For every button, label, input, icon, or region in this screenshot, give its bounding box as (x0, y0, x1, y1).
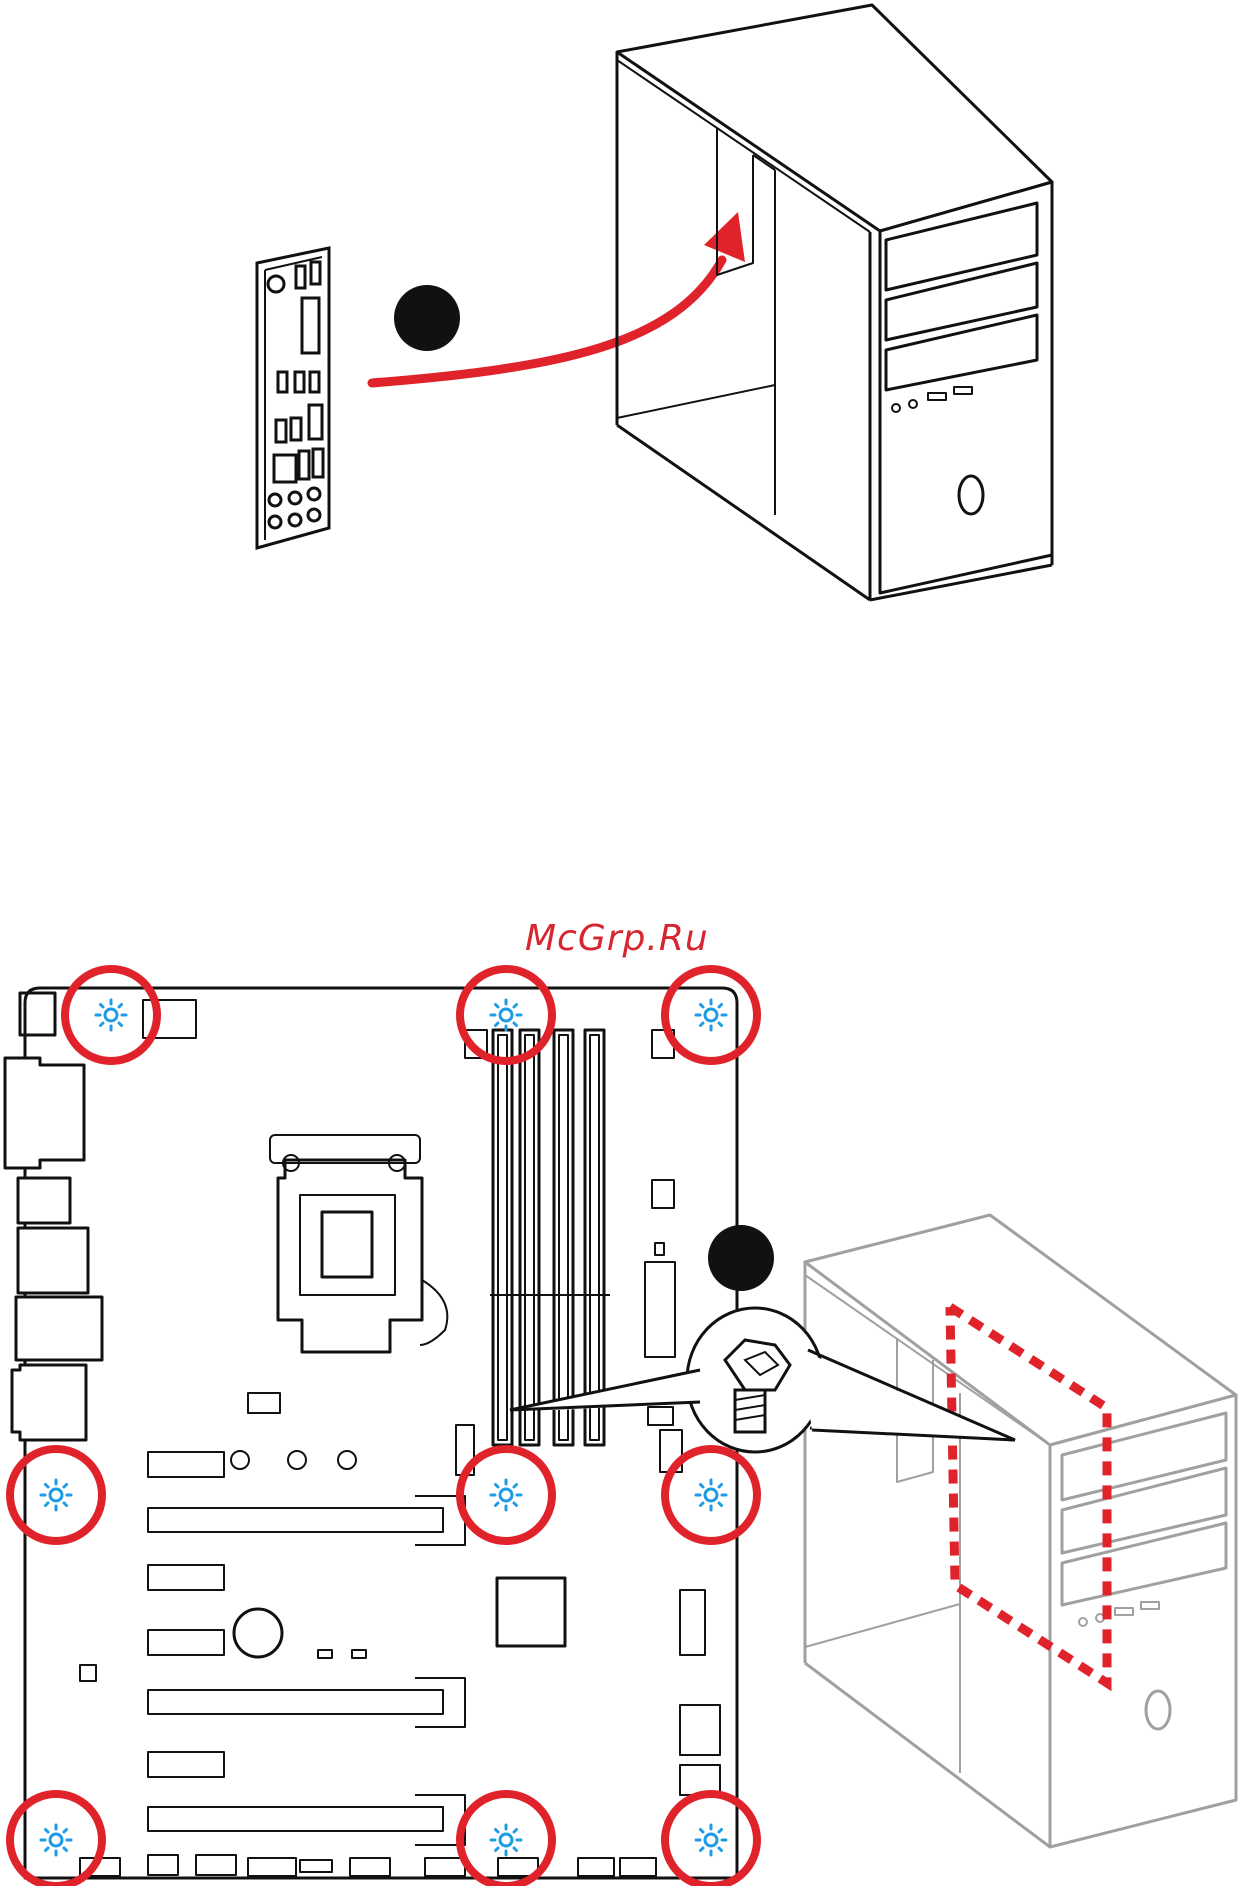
step-1-marker (394, 285, 460, 351)
io-shield-icon (257, 248, 329, 548)
step-2-marker (708, 1225, 774, 1291)
motherboard-icon (5, 988, 737, 1878)
watermark-text: McGrp.Ru (525, 918, 709, 959)
motherboard-install (5, 969, 1236, 1886)
io-shield-install (257, 5, 1052, 600)
pc-case-icon (805, 1215, 1236, 1847)
